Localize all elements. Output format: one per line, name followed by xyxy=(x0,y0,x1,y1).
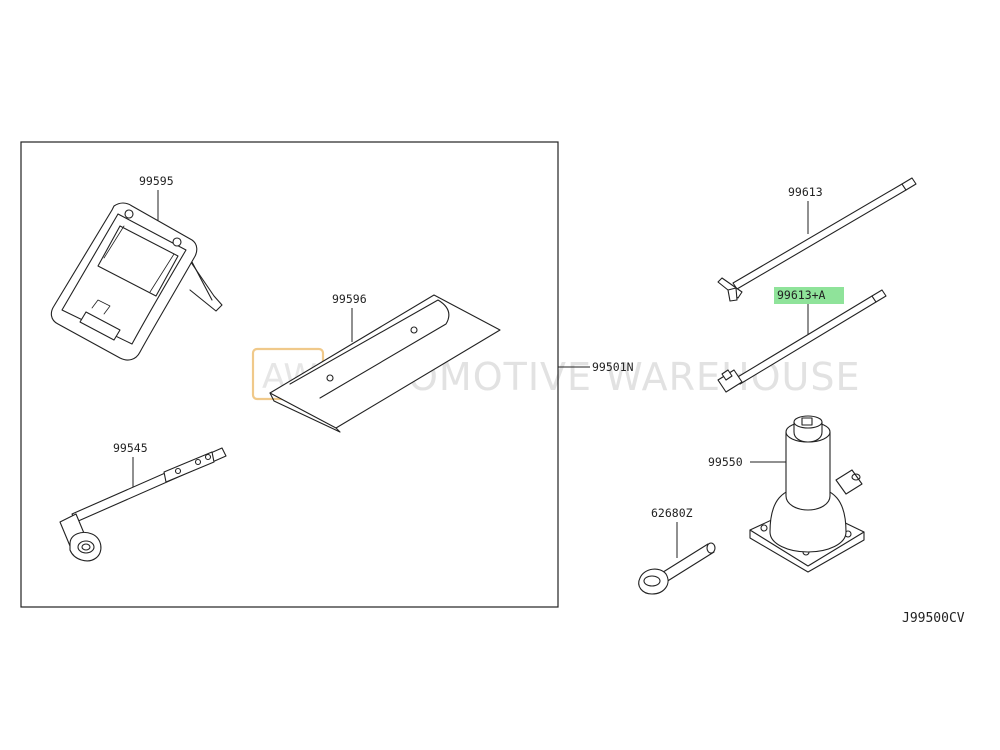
part-label-99595[interactable]: 99595 xyxy=(139,174,174,188)
group-label: 99501N xyxy=(592,360,634,374)
hook-drawing xyxy=(638,542,716,595)
part-label-99613[interactable]: 99613 xyxy=(788,185,823,199)
wrench-drawing xyxy=(59,447,227,562)
part-99596[interactable]: 99596 xyxy=(269,292,501,433)
upper-bar-drawing xyxy=(717,177,917,302)
highlight-99613-a xyxy=(774,287,844,304)
tray-drawing xyxy=(50,202,223,361)
part-label-99550[interactable]: 99550 xyxy=(708,455,743,469)
jack-drawing xyxy=(749,415,865,573)
part-99595[interactable]: 99595 xyxy=(50,174,223,361)
lower-bar-drawing xyxy=(717,289,887,393)
diagram-code: J99500CV xyxy=(902,611,965,626)
part-99613[interactable]: 99613 xyxy=(717,177,917,302)
part-label-99596[interactable]: 99596 xyxy=(332,292,367,306)
cover-drawing xyxy=(269,294,501,433)
part-label-99613-a[interactable]: 99613+A xyxy=(777,288,826,302)
part-label-62680z[interactable]: 62680Z xyxy=(651,506,693,520)
kit-group-frame xyxy=(20,141,559,608)
part-label-99545[interactable]: 99545 xyxy=(113,441,148,455)
part-99545[interactable]: 99545 xyxy=(59,441,227,562)
part-99613-a[interactable]: 99613+A xyxy=(717,287,887,393)
part-62680z[interactable]: 62680Z xyxy=(638,506,716,595)
part-99550[interactable]: 99550 xyxy=(708,415,865,573)
